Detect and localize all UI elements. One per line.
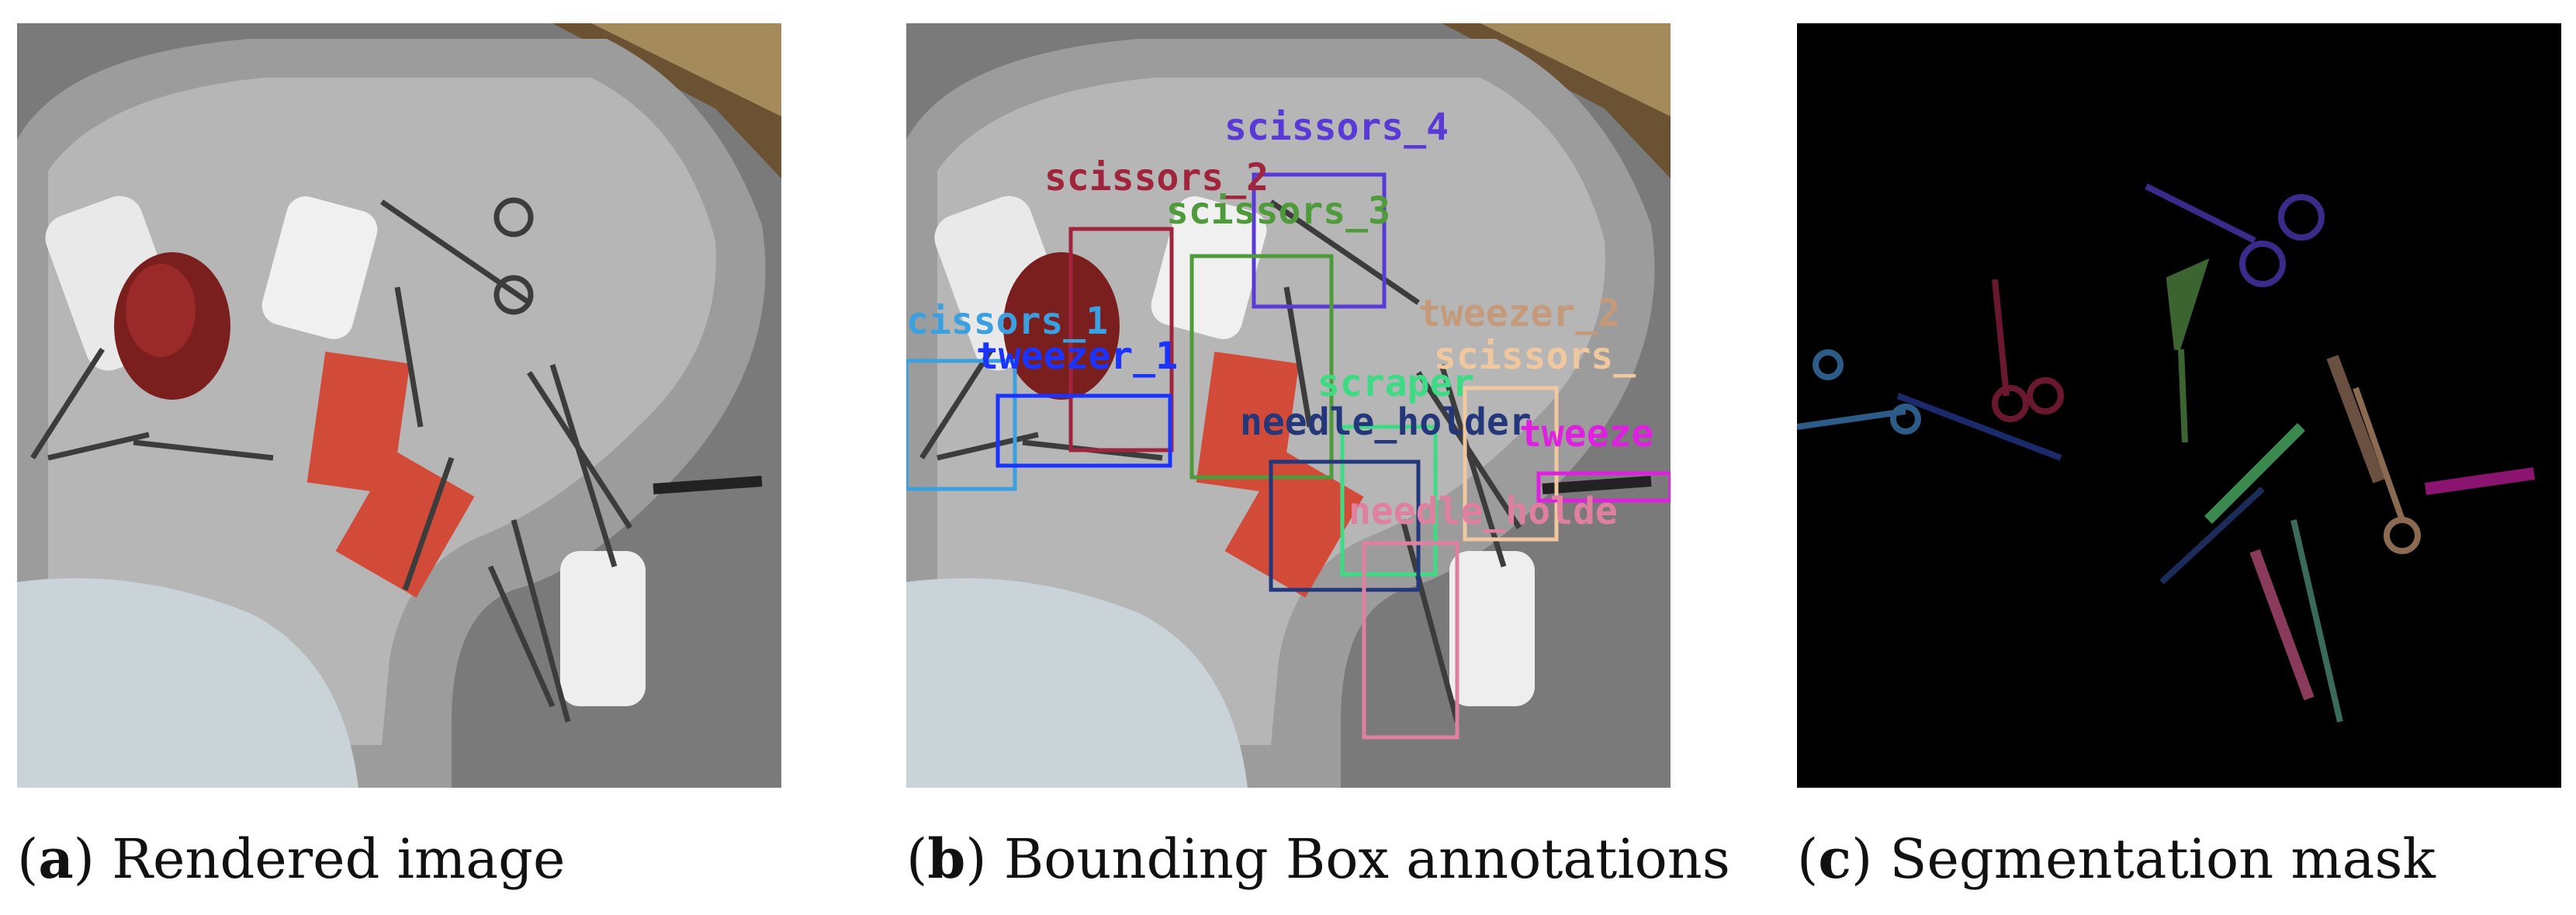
mask-scraper bbox=[2204, 423, 2305, 524]
mask-tweezer-3 bbox=[2424, 467, 2536, 495]
gauze-roll bbox=[261, 196, 378, 340]
caption-text: Bounding Box annotations bbox=[986, 827, 1730, 891]
sponge bbox=[306, 352, 410, 494]
bbox-label: scissors_3 bbox=[1166, 189, 1390, 233]
bbox-rect bbox=[906, 359, 1017, 491]
mask-scissors-1 bbox=[1797, 349, 1921, 435]
caption-text: Rendered image bbox=[94, 827, 566, 891]
caption-letter: c bbox=[1818, 827, 1851, 891]
bbox-rect bbox=[1252, 172, 1387, 309]
rendered-image bbox=[17, 23, 781, 788]
mask-scissors-2 bbox=[1992, 279, 2064, 422]
mask-needle-holder bbox=[2159, 487, 2265, 584]
bbox-layer: scissors_4scissors_2scissors_3cissors_1t… bbox=[906, 106, 1671, 740]
caption-paren: ) bbox=[1851, 827, 1873, 891]
bbox-rect bbox=[995, 393, 1172, 468]
caption-segmentation-mask: (c) Segmentation mask bbox=[1797, 824, 2436, 894]
caption-paren: ( bbox=[906, 827, 928, 891]
rendered-scene bbox=[17, 23, 781, 788]
bbox-label: scissors_4 bbox=[1224, 106, 1449, 149]
bbox-rect bbox=[1068, 227, 1174, 452]
mask-scissors-3 bbox=[2166, 258, 2210, 443]
bbox-label: scraper bbox=[1317, 362, 1474, 405]
caption-text: Segmentation mask bbox=[1872, 827, 2436, 891]
caption-paren: ( bbox=[17, 827, 39, 891]
bbox-label: tweezer_1 bbox=[976, 334, 1178, 378]
mask-tweezer-1 bbox=[1896, 393, 2062, 461]
bbox-rect bbox=[1189, 254, 1334, 480]
bbox-label: scissors_2 bbox=[1044, 156, 1269, 199]
caption-letter: b bbox=[927, 827, 966, 891]
bbox-label: needle_holde bbox=[1349, 490, 1618, 533]
instruments bbox=[30, 197, 763, 723]
bbox-rect bbox=[1536, 471, 1671, 503]
caption-paren: ) bbox=[73, 827, 95, 891]
cloth bbox=[17, 578, 358, 788]
segmentation-mask bbox=[1797, 23, 2561, 788]
bbox-label: needle_holder bbox=[1240, 400, 1532, 444]
bbox-scene: scissors_4scissors_2scissors_3cissors_1t… bbox=[906, 23, 1671, 788]
bbox-rect bbox=[1269, 459, 1421, 592]
caption-paren: ( bbox=[1797, 827, 1819, 891]
bbox-rect bbox=[1463, 386, 1559, 542]
bbox-label: cissors_1 bbox=[906, 300, 1108, 343]
caption-letter: a bbox=[38, 827, 74, 891]
bbox-rect bbox=[1362, 541, 1459, 740]
caption-paren: ) bbox=[965, 827, 987, 891]
caption-rendered-image: (a) Rendered image bbox=[17, 824, 565, 894]
mask-scene bbox=[1797, 23, 2561, 788]
mask-tweezer-2 bbox=[2326, 355, 2385, 483]
mask-scissors-5 bbox=[2353, 386, 2421, 554]
mask-pink-instrument bbox=[2249, 549, 2315, 701]
bbox-rect bbox=[1340, 425, 1438, 577]
mask-instruments bbox=[1797, 183, 2536, 723]
gauze-roll bbox=[560, 551, 646, 706]
bbox-label: scissors_ bbox=[1434, 334, 1636, 378]
caption-bounding-box: (b) Bounding Box annotations bbox=[906, 824, 1730, 894]
bbox-label: tweezer_2 bbox=[1418, 292, 1620, 335]
bbox-label: tweeze bbox=[1519, 412, 1653, 456]
mask-scissors-4 bbox=[2145, 183, 2325, 287]
mask-needle-holder-2 bbox=[2290, 519, 2343, 723]
